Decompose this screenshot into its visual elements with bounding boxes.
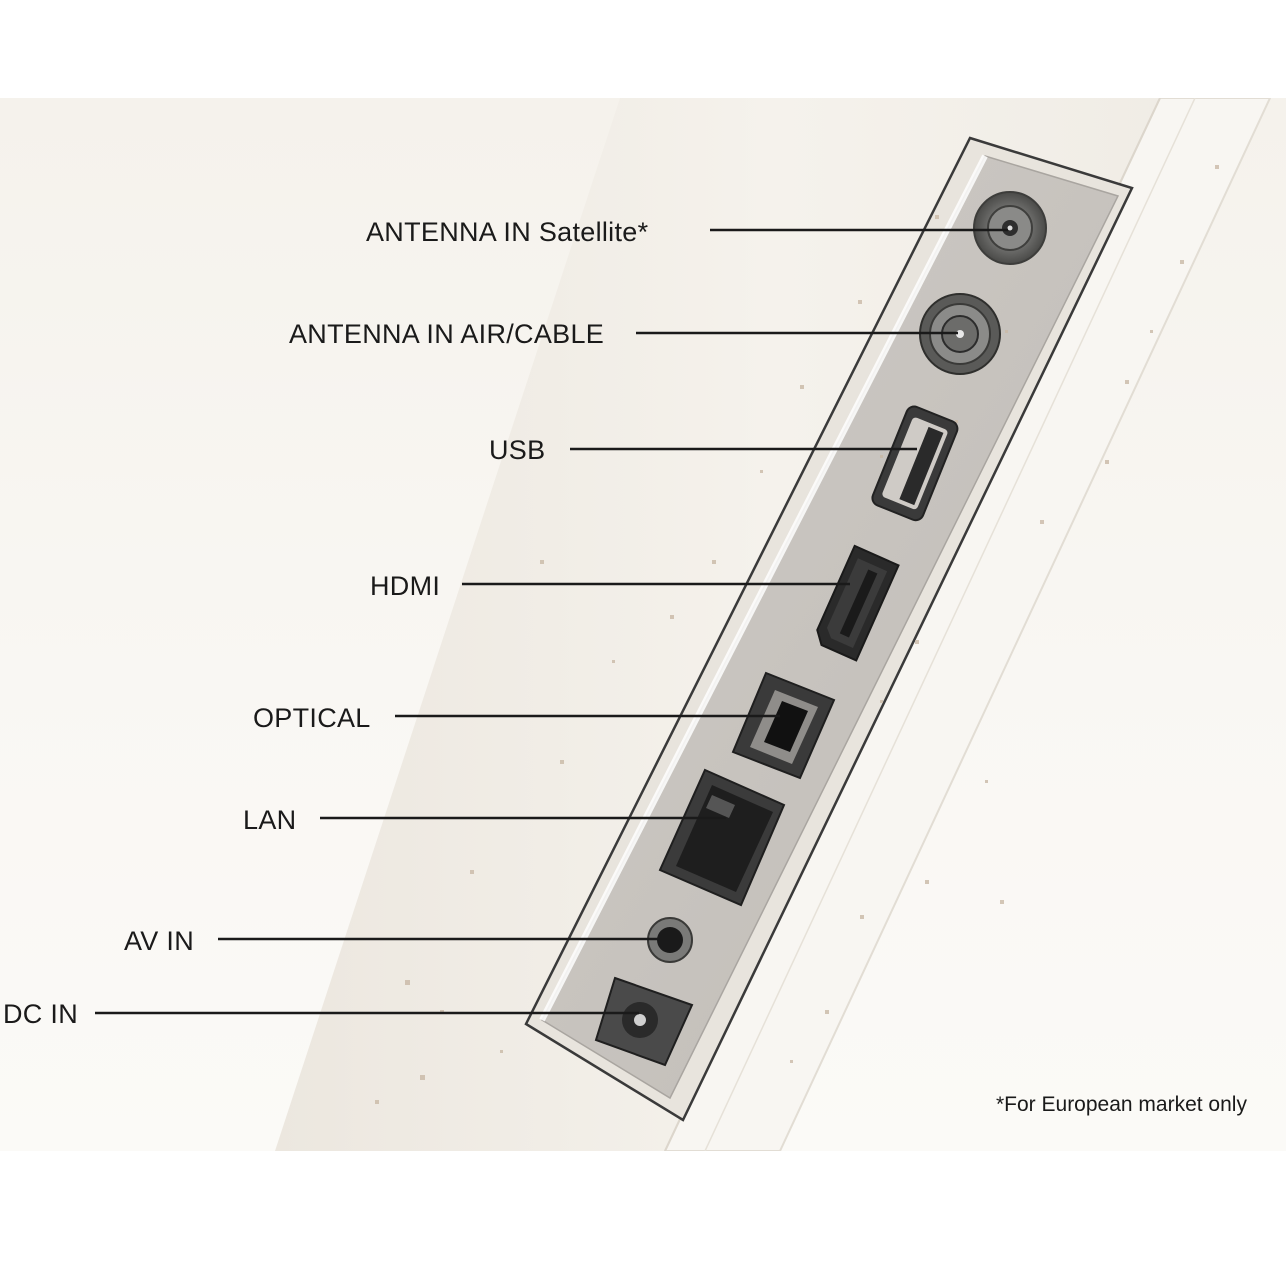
speckles — [375, 165, 1219, 1104]
hdmi-port — [816, 544, 900, 662]
usb-port — [871, 405, 959, 522]
leader-lines — [95, 228, 1008, 1015]
label-optical: OPTICAL — [253, 703, 371, 733]
optical-port — [731, 671, 836, 780]
label-lan: LAN — [243, 805, 297, 835]
label-usb: USB — [489, 435, 546, 465]
label-antenna-air-cable: ANTENNA IN AIR/CABLE — [289, 319, 605, 349]
label-hdmi: HDMI — [370, 571, 441, 601]
dc-in-port — [594, 976, 694, 1067]
lan-port — [658, 768, 786, 907]
label-dc-in: DC IN — [3, 999, 78, 1029]
label-av-in: AV IN — [124, 926, 195, 956]
antenna-air-cable-port — [919, 293, 1001, 375]
label-antenna-satellite: ANTENNA IN Satellite* — [366, 217, 649, 247]
footnote: *For European market only — [996, 1093, 1247, 1116]
antenna-satellite-port — [973, 191, 1047, 265]
